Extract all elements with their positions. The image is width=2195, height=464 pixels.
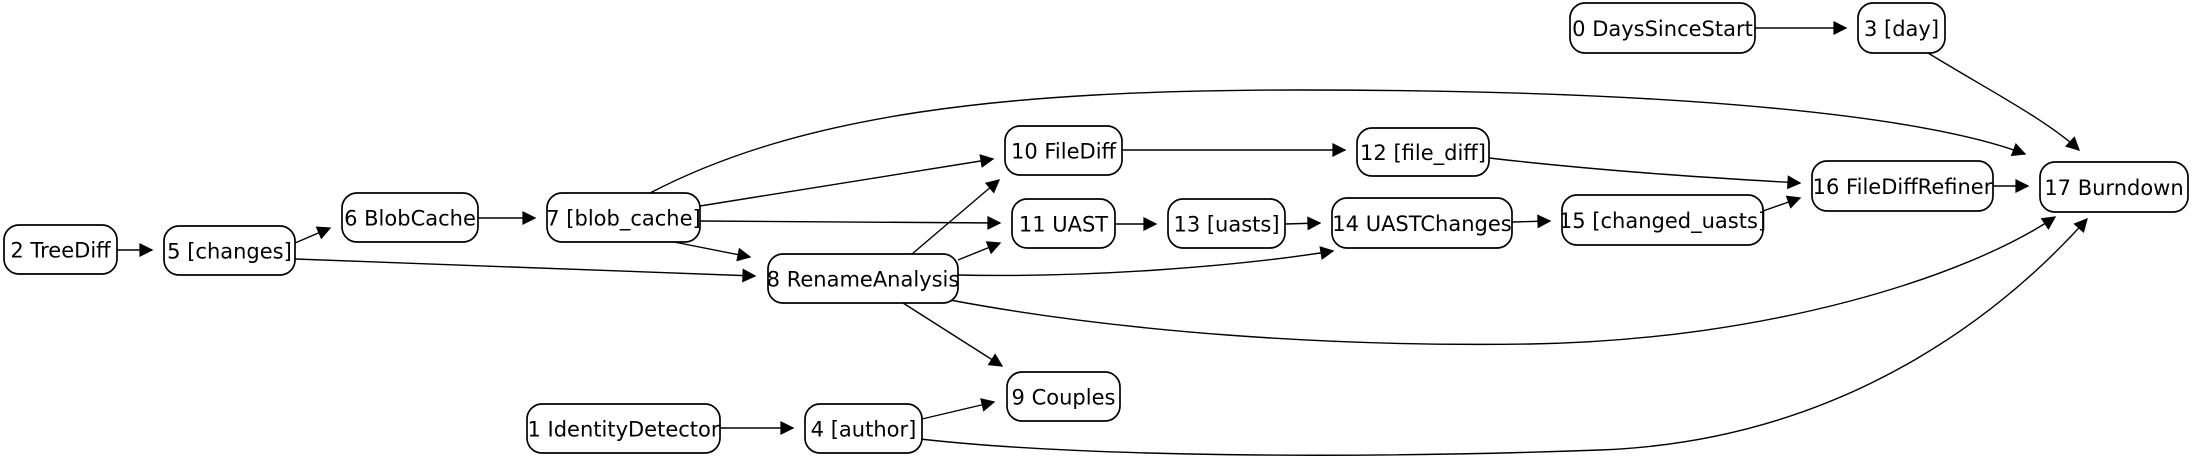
node-label-4: 4 [author]	[811, 418, 917, 442]
node-label-13: 13 [uasts]	[1173, 213, 1279, 237]
node-6: 6 BlobCache	[341, 192, 479, 243]
node-box-17	[2039, 161, 2189, 213]
edge-8-to-10	[911, 179, 1001, 255]
node-17: 17 Burndown	[2039, 161, 2189, 213]
node-label-17: 17 Burndown	[2044, 176, 2183, 200]
node-label-0: 0 DaysSinceStart	[1572, 17, 1753, 41]
edge-8-to-14	[957, 246, 1335, 277]
node-box-1	[526, 403, 721, 454]
edge-4-to-9	[921, 398, 996, 420]
node-label-3: 3 [day]	[1864, 17, 1939, 41]
node-9: 9 Couples	[1006, 371, 1121, 422]
edge-13-to-14	[1284, 216, 1322, 231]
edge-8-to-9	[902, 302, 1004, 367]
node-box-7	[546, 192, 701, 243]
node-box-12	[1356, 127, 1490, 177]
node-box-0	[1569, 2, 1756, 54]
node-1: 1 IdentityDetector	[526, 403, 721, 454]
node-11: 11 UAST	[1011, 198, 1116, 249]
node-3: 3 [day]	[1857, 2, 1946, 54]
node-label-9: 9 Couples	[1012, 386, 1116, 410]
node-label-12: 12 [file_diff]	[1360, 141, 1486, 166]
node-label-16: 16 FileDiffRefiner	[1813, 175, 1993, 199]
node-label-14: 14 UASTChanges	[1332, 212, 1511, 236]
node-box-11	[1011, 198, 1116, 249]
node-box-9	[1006, 371, 1121, 422]
node-0: 0 DaysSinceStart	[1569, 2, 1756, 54]
node-label-8: 8 RenameAnalysis	[767, 268, 960, 292]
node-label-15: 15 [changed_uasts]	[1559, 209, 1766, 234]
node-label-11: 11 UAST	[1019, 213, 1108, 237]
node-box-16	[1811, 160, 1994, 212]
node-label-6: 6 BlobCache	[344, 207, 476, 231]
edge-15-to-16	[1762, 195, 1802, 212]
node-15: 15 [changed_uasts]	[1559, 194, 1766, 246]
node-box-5	[163, 225, 296, 276]
edges-layer	[117, 21, 2088, 456]
node-label-2: 2 TreeDiff	[10, 239, 111, 263]
node-box-13	[1167, 198, 1286, 249]
node-12: 12 [file_diff]	[1356, 127, 1490, 177]
edge-3-to-17	[1927, 52, 2081, 151]
node-box-14	[1331, 197, 1513, 249]
node-8: 8 RenameAnalysis	[767, 253, 960, 304]
node-label-5: 5 [changes]	[167, 240, 292, 264]
node-10: 10 FileDiff	[1004, 125, 1123, 176]
node-box-3	[1857, 2, 1946, 54]
node-label-1: 1 IdentityDetector	[527, 418, 719, 442]
edge-8-to-17	[949, 216, 2057, 346]
node-box-10	[1004, 125, 1123, 176]
edge-7-to-17	[649, 89, 2027, 194]
node-box-4	[804, 403, 923, 454]
nodes-layer: 0 DaysSinceStart 3 [day] 2 TreeDiff 5 [chan…	[3, 2, 2189, 454]
edge-12-to-16	[1488, 157, 1802, 190]
node-4: 4 [author]	[804, 403, 923, 454]
edge-14-to-15	[1511, 214, 1552, 229]
node-7: 7 [blob_cache]	[546, 192, 701, 243]
node-2: 2 TreeDiff	[3, 224, 118, 275]
edge-5-to-6	[294, 226, 332, 244]
node-13: 13 [uasts]	[1167, 198, 1286, 249]
node-box-6	[341, 192, 479, 243]
node-5: 5 [changes]	[163, 225, 296, 276]
node-label-7: 7 [blob_cache]	[546, 207, 700, 232]
edge-5-to-8	[294, 258, 757, 283]
edge-4-to-17	[919, 217, 2088, 456]
edge-7-to-11	[699, 215, 1002, 230]
node-14: 14 UASTChanges	[1331, 197, 1513, 249]
node-box-2	[3, 224, 118, 275]
node-box-15	[1561, 194, 1764, 246]
node-label-10: 10 FileDiff	[1011, 140, 1117, 164]
edge-7-to-8	[673, 241, 752, 262]
node-box-8	[767, 253, 959, 304]
edge-7-to-10	[699, 154, 995, 207]
node-16: 16 FileDiffRefiner	[1811, 160, 1994, 212]
edge-8-to-11	[957, 241, 1002, 261]
